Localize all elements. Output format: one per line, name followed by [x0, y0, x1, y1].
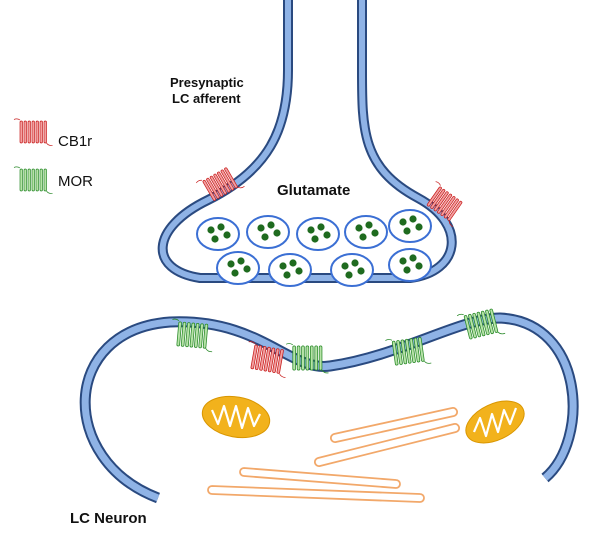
- vesicle: [330, 253, 374, 287]
- mor-legend-icon: [13, 166, 53, 194]
- cb1r-legend-label: CB1r: [58, 133, 92, 150]
- endoplasmic-reticulum: [207, 407, 460, 503]
- vesicle: [388, 248, 432, 282]
- mor-legend-label: MOR: [58, 173, 93, 190]
- glutamate-label: Glutamate: [277, 182, 350, 199]
- lc-neuron-label: LC Neuron: [70, 510, 147, 527]
- presynaptic-terminal: [157, 0, 457, 283]
- vesicle: [296, 217, 340, 251]
- vesicle: [196, 217, 240, 251]
- postsynaptic-membrane: [79, 312, 579, 504]
- mitochondrion-left: [201, 395, 271, 439]
- presynaptic-label-line1: Presynaptic: [170, 75, 244, 90]
- vesicle: [268, 253, 312, 287]
- vesicle: [216, 251, 260, 285]
- cb1r-legend-icon: [13, 118, 53, 146]
- mitochondrion-right: [465, 400, 525, 444]
- presynaptic-label-line2: LC afferent: [172, 91, 241, 106]
- vesicle: [388, 209, 432, 243]
- vesicle: [344, 215, 388, 249]
- mor-receptor-postsynaptic-2: [285, 343, 329, 374]
- vesicle: [246, 215, 290, 249]
- legend: CB1r MOR: [13, 118, 93, 194]
